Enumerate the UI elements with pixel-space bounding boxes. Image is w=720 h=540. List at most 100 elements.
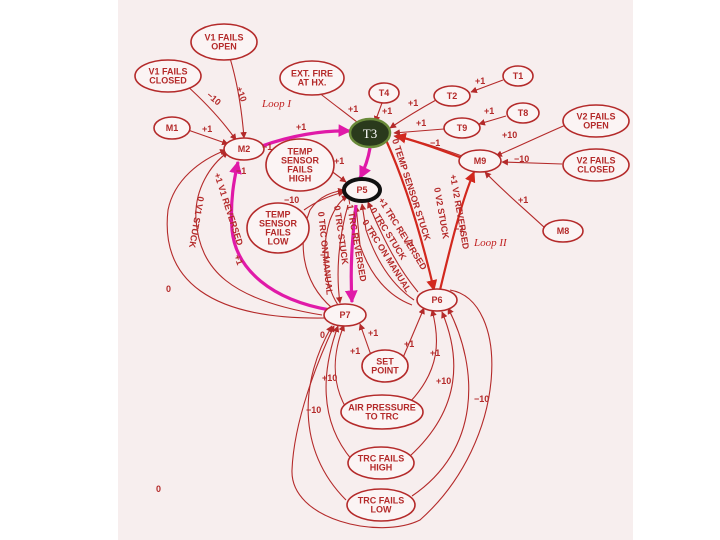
- node-label-line: P5: [356, 185, 367, 195]
- node-label-line: CLOSED: [577, 165, 615, 175]
- node-t8: T8: [506, 102, 540, 124]
- edge-trchigh-p6: [409, 311, 455, 457]
- node-label-line: T4: [379, 88, 390, 98]
- node-label-line: T9: [457, 123, 468, 133]
- edge-label-plus1: +1: [348, 104, 358, 114]
- node-ellipse: [190, 23, 258, 61]
- edge-t9-t3: [393, 128, 445, 136]
- node-ellipse: [562, 104, 630, 138]
- loop1-t3-p5: [358, 147, 372, 180]
- edge-p7-p5-a: [302, 187, 345, 309]
- edge-label-plus1: +1: [350, 346, 360, 356]
- edge-m1-m2: [187, 129, 229, 146]
- edge-trclow-p6: [411, 307, 470, 497]
- node-ellipse: [153, 116, 191, 140]
- node-label-line: OPEN: [211, 42, 237, 52]
- node-ellipse: [368, 82, 400, 104]
- edge-trclow-p7: [307, 325, 347, 501]
- edge-label-zero: 0: [320, 330, 325, 340]
- node-label-line: TRC FAILS: [358, 454, 405, 464]
- edge-label-loop1: Loop I: [261, 98, 292, 110]
- edge-label-minus1: −1: [404, 238, 414, 248]
- node-label-line: POINT: [371, 366, 399, 376]
- edge-label-v1-stuck: 0 V1 STUCK: [187, 196, 206, 249]
- node-label-line: TEMP: [287, 147, 312, 157]
- edge-p5-p7-v: [335, 204, 349, 304]
- node-ellipse: [458, 149, 502, 173]
- node-label-line: V2 FAILS: [576, 156, 615, 166]
- node-label-line: HIGH: [289, 174, 312, 184]
- edge-label-minus1: −1: [430, 138, 440, 148]
- edge-label-plus1: +1: [408, 98, 418, 108]
- edge-p7-m2-stuck: [195, 151, 323, 316]
- node-t4: T4: [368, 82, 400, 104]
- edge-p7-p5-b: [324, 195, 349, 306]
- node-label-line: M9: [474, 156, 487, 166]
- edge-label-plus1: +1: [404, 339, 414, 349]
- node-m9: M9: [458, 149, 502, 173]
- node-label-line: P6: [431, 295, 442, 305]
- edge-label-plus1: +1: [334, 156, 344, 166]
- node-label-line: LOW: [371, 505, 392, 515]
- node-label-line: V1 FAILS: [148, 67, 187, 77]
- edge-p7-m2-outer: [166, 149, 327, 319]
- edge-t2-t3: [389, 99, 437, 129]
- edge-p6-p5-a: [367, 201, 419, 293]
- edge-label-plus1: +1: [296, 122, 306, 132]
- node-t3: T3: [348, 117, 392, 149]
- node-label-line: M2: [238, 144, 251, 154]
- node-ellipse: [346, 488, 416, 522]
- edge-air-p7: [334, 324, 347, 409]
- node-ellipse: [340, 394, 424, 430]
- node-ellipse: [134, 59, 202, 93]
- node-label-line: AIR PRESSURE: [348, 403, 416, 413]
- edge-label-minus1: −1: [262, 142, 272, 152]
- node-m2: M2: [223, 137, 265, 161]
- node-label-line: AT HX.: [298, 78, 327, 88]
- edge-v2closed-m9: [501, 158, 563, 166]
- node-label-line: SENSOR: [281, 156, 320, 166]
- node-label-line: T3: [363, 126, 377, 141]
- edge-label-minus10: −10: [284, 195, 299, 205]
- edge-label-plus10: +10: [234, 85, 249, 103]
- node-label-line: T1: [513, 71, 524, 81]
- node-ellipse: [265, 138, 335, 192]
- node-label-line: FAILS: [287, 165, 313, 175]
- node-label-line: TO TRC: [365, 412, 399, 422]
- node-p5: P5: [342, 177, 382, 203]
- node-p7: P7: [323, 303, 367, 327]
- edge-p6-p7-big: [291, 289, 493, 529]
- edge-label-plus1: +1: [368, 328, 378, 338]
- edge-label-zero: 0: [166, 284, 171, 294]
- node-ellipse: [347, 446, 415, 480]
- node-ellipse: [348, 117, 392, 149]
- node-ellipse: [246, 202, 310, 254]
- node-label-line: LOW: [268, 237, 289, 247]
- node-label-line: HIGH: [370, 463, 393, 473]
- edge-m8-m9: [484, 171, 546, 229]
- edge-label-minus10: −10: [306, 405, 321, 415]
- node-label-line: SENSOR: [259, 219, 298, 229]
- node-label-line: TEMP: [265, 210, 290, 220]
- node-label-line: FAILS: [265, 228, 291, 238]
- node-ellipse: [416, 288, 458, 312]
- edge-t1-t2: [470, 79, 504, 94]
- edge-label-loop2: Loop II: [473, 237, 508, 249]
- node-label-line: OPEN: [583, 121, 609, 131]
- node-ellipse: [562, 148, 630, 182]
- edge-label-plus1: +1: [382, 106, 392, 116]
- edge-label-plus1: +1: [416, 118, 426, 128]
- loop1-p7-m2: [229, 160, 331, 312]
- edge-air-p6: [409, 309, 438, 403]
- node-label-line: M8: [557, 226, 570, 236]
